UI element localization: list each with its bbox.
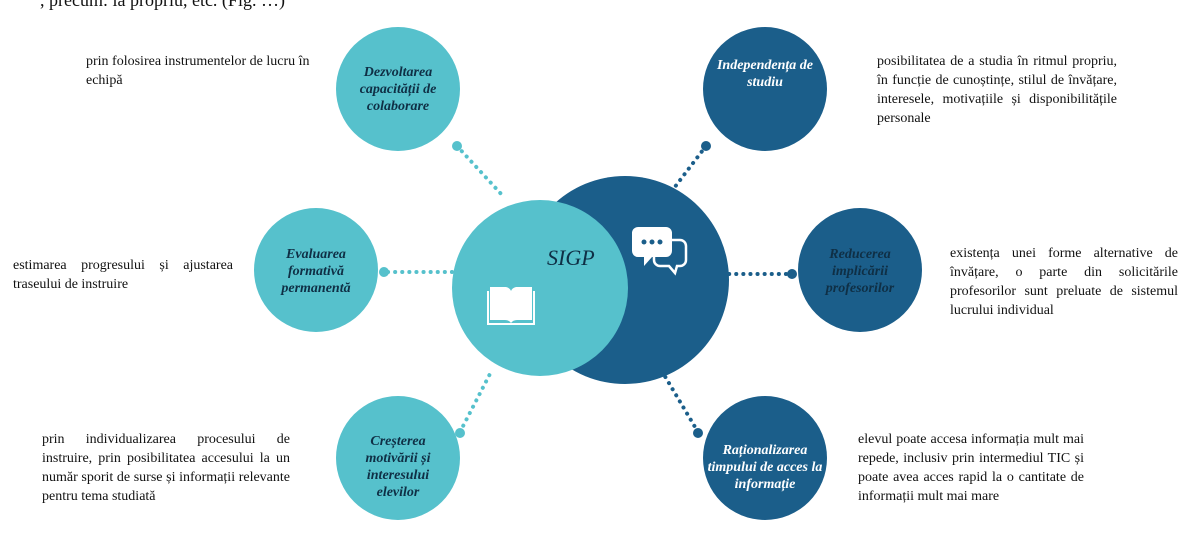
chat-bubbles-icon <box>632 227 688 276</box>
description-independenta: posibilitatea de a studia în ritmul prop… <box>877 54 1117 126</box>
connector-dot-rationalizarea <box>693 428 703 438</box>
connector-dot-colaborare <box>452 141 462 151</box>
connector-dot-motivare <box>455 428 465 438</box>
node-label-evaluarea: Evaluarea formativă permanentă <box>281 246 351 296</box>
top-text-fragment: , precum: la propriu, etc. (Fig. …) <box>40 0 285 10</box>
center-circle-left <box>452 200 628 376</box>
description-colaborare: prin folosirea instrumentelor de lucru î… <box>86 54 310 88</box>
connector-dot-evaluarea <box>379 267 389 277</box>
connector-dot-independenta <box>701 141 711 151</box>
node-label-motivare: Creșterea motivării și interesului elevi… <box>365 434 431 500</box>
description-motivare: prin individualizarea procesului de inst… <box>42 432 290 504</box>
description-reducerea: existența unei forme alternative de învă… <box>950 246 1178 318</box>
connector-colaborare <box>455 144 505 198</box>
node-label-reducerea: Reducerea implicării profesorilor <box>825 246 895 296</box>
connector-rationalizarea <box>658 366 700 434</box>
node-label-colaborare: Dezvoltarea capacității de colaborare <box>359 64 437 114</box>
node-circle-colaborare <box>336 27 460 151</box>
node-label-independenta: Independența de studiu <box>716 58 814 90</box>
node-circle-independenta <box>703 27 827 151</box>
node-circle-evaluarea <box>254 208 378 332</box>
node-circle-reducerea <box>798 208 922 332</box>
book-icon <box>487 287 535 325</box>
connector-dot-reducerea <box>787 269 797 279</box>
description-evaluarea: estimarea progresului și ajustarea trase… <box>13 258 233 292</box>
center-label: SIGP <box>547 245 595 270</box>
description-rationalizarea: elevul poate accesa informația mult mai … <box>858 432 1084 504</box>
node-circle-rationalizarea <box>703 396 827 520</box>
node-circle-motivare <box>336 396 460 520</box>
node-label-rationalizarea: Raționalizarea timpului de acces la info… <box>707 442 823 492</box>
connector-motivare <box>458 368 494 434</box>
